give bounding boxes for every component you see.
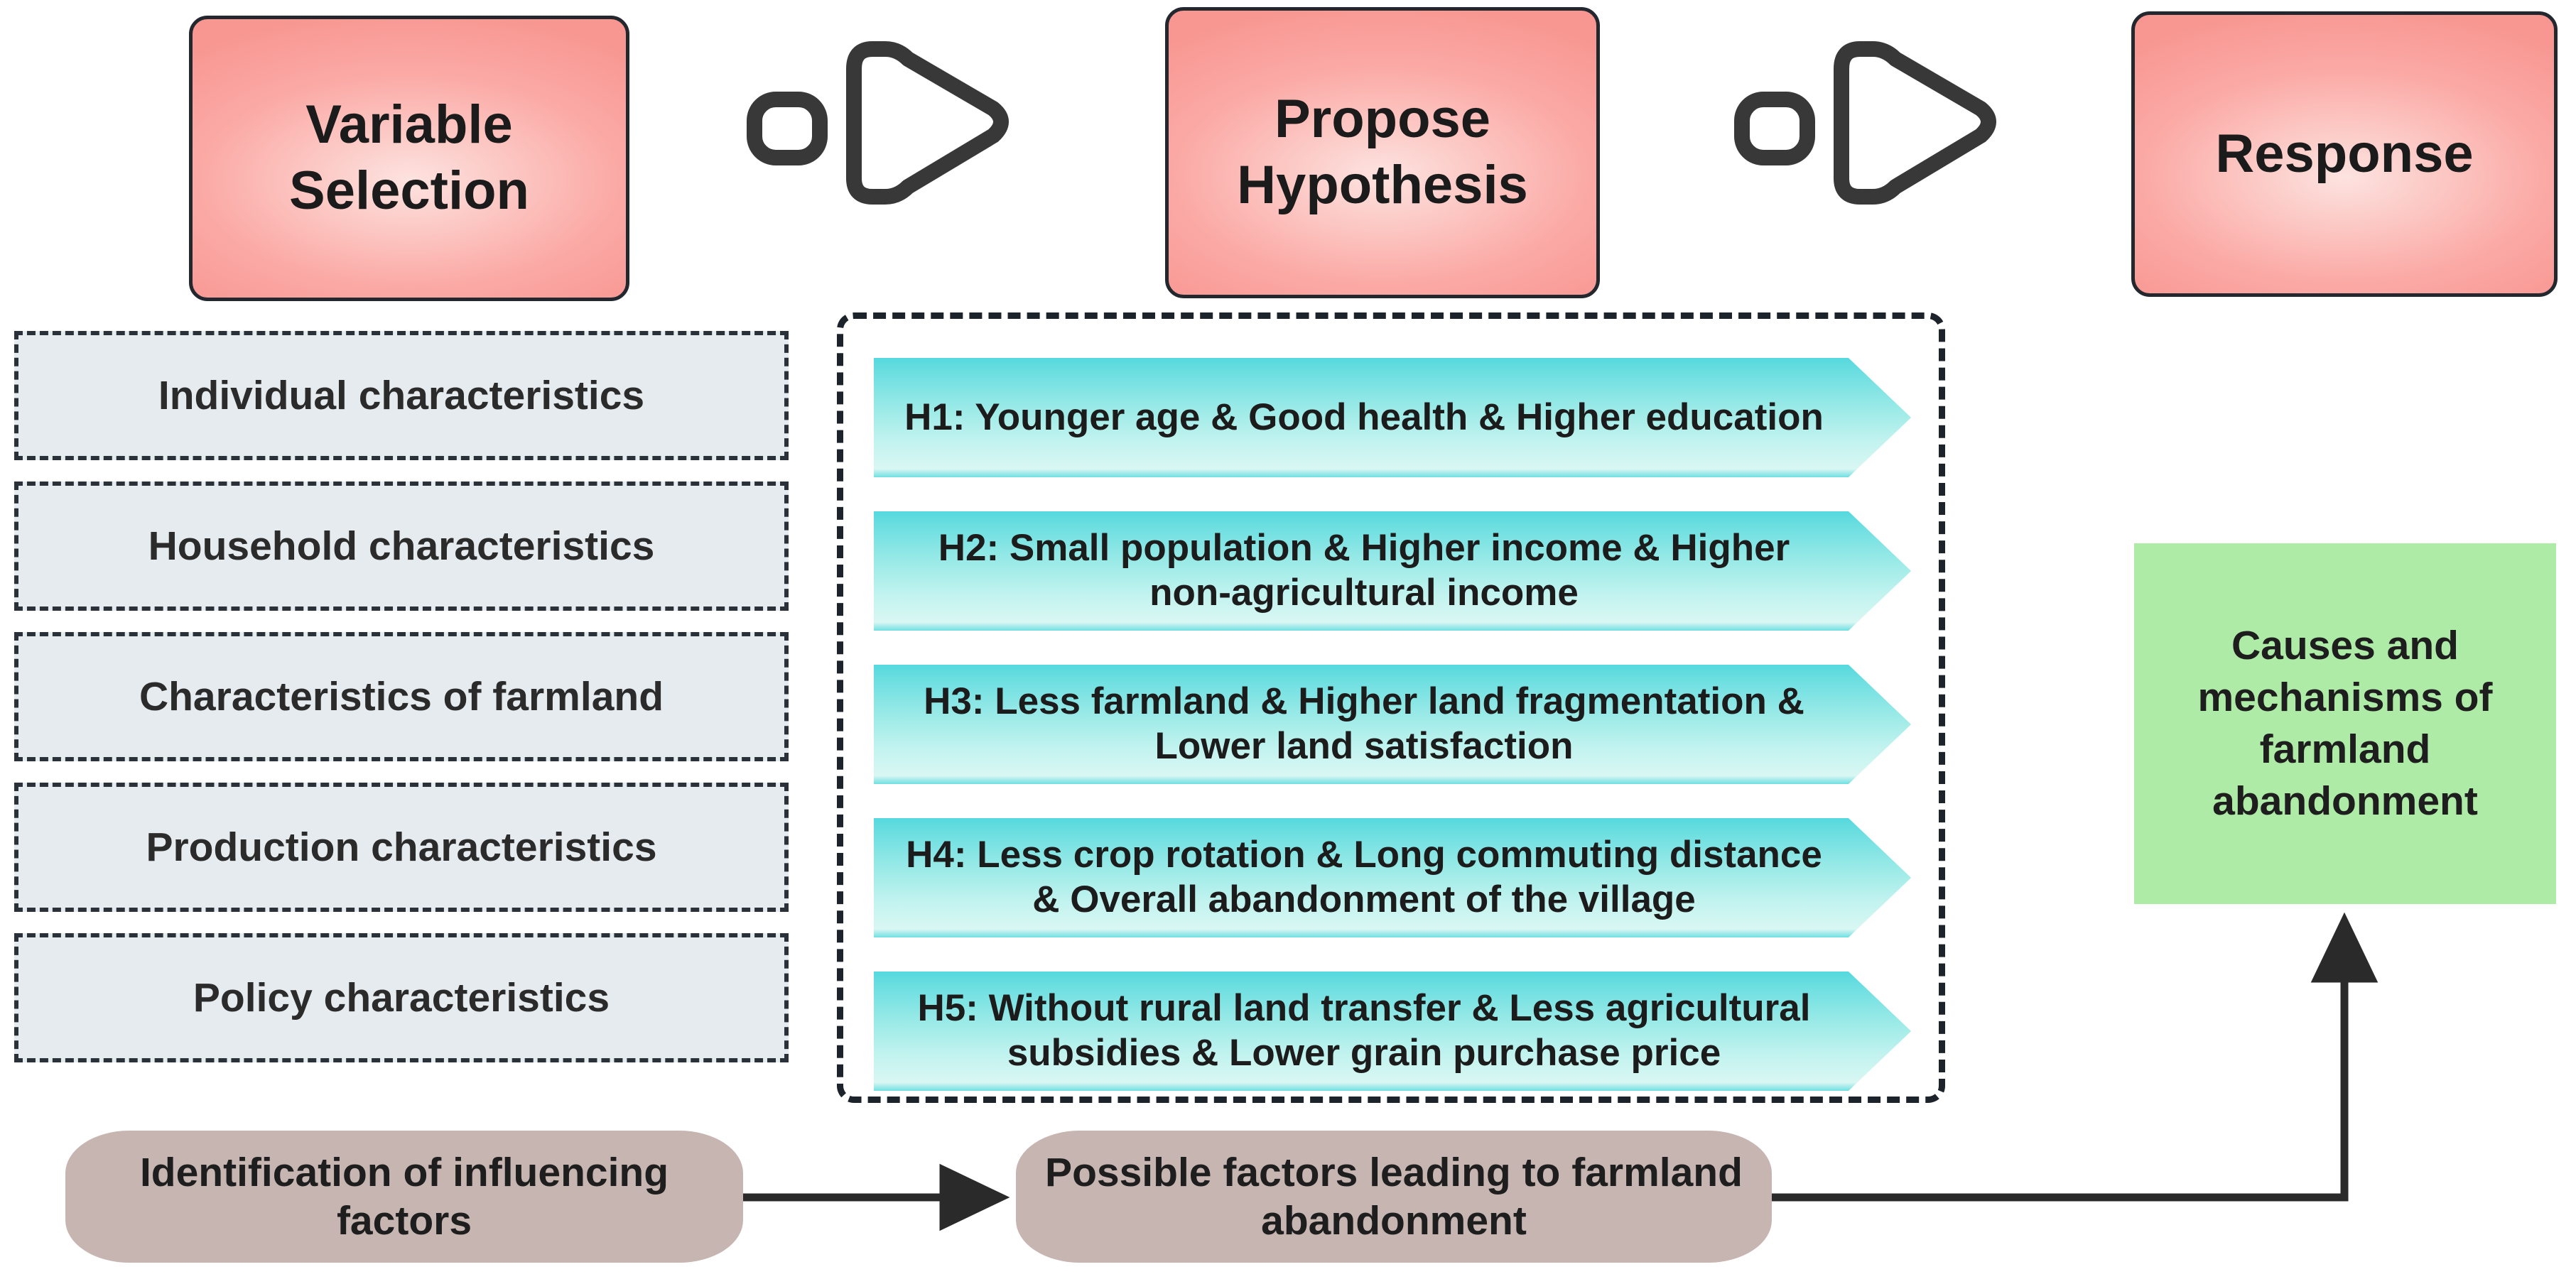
hypothesis-group-container	[837, 312, 1945, 1103]
process-pill-identification[interactable]: Identification of influencing factors	[65, 1131, 743, 1263]
play-icon-triangle	[1834, 41, 1996, 205]
hypothesis-arrow-h2[interactable]: H2: Small population & Higher income & H…	[874, 511, 1911, 631]
variable-category-box-household[interactable]: Household characteristics	[14, 482, 789, 611]
variable-category-label: Policy characteristics	[193, 975, 610, 1021]
play-icon-small-square	[747, 92, 828, 165]
stage-label-line2: Selection	[289, 160, 529, 221]
result-box-causes-and-mechanisms[interactable]: Causes and mechanisms of farmland abando…	[2134, 543, 2556, 904]
result-label: Causes and mechanisms of farmland abando…	[2197, 623, 2493, 824]
variable-category-label: Individual characteristics	[158, 373, 645, 418]
stage-label-variable-selection: Variable Selection	[289, 92, 529, 224]
hypothesis-arrow-h1[interactable]: H1: Younger age & Good health & Higher e…	[874, 358, 1911, 477]
variable-category-box-production[interactable]: Production characteristics	[14, 783, 789, 912]
hypothesis-label: H1: Younger age & Good health & Higher e…	[904, 396, 1824, 438]
play-icon-triangle	[846, 41, 1009, 205]
stage-label-line1: Variable	[305, 94, 513, 156]
next-step-play-icon	[747, 41, 1009, 205]
play-icon-small-square	[1734, 92, 1815, 165]
stage-box-response[interactable]: Response	[2131, 11, 2558, 297]
hypothesis-label: H5: Without rural land transfer & Less a…	[917, 987, 1811, 1074]
hypothesis-arrow-h4[interactable]: H4: Less crop rotation & Long commuting …	[874, 818, 1911, 937]
stage-label-response: Response	[2215, 123, 2474, 184]
variable-category-label: Production characteristics	[146, 825, 657, 870]
variable-category-box-individual[interactable]: Individual characteristics	[14, 331, 789, 460]
hypothesis-arrow-h5[interactable]: H5: Without rural land transfer & Less a…	[874, 972, 1911, 1091]
stage-label-line2: Hypothesis	[1237, 155, 1528, 215]
hypothesis-arrow-h3[interactable]: H3: Less farmland & Higher land fragment…	[874, 665, 1911, 784]
variable-category-label: Household characteristics	[148, 523, 655, 569]
process-pill-possible-factors[interactable]: Possible factors leading to farmland aba…	[1016, 1131, 1772, 1263]
hypothesis-label: H2: Small population & Higher income & H…	[938, 527, 1790, 614]
stage-label-propose-hypothesis: Propose Hypothesis	[1237, 87, 1528, 218]
process-pill-label: Identification of influencing factors	[139, 1149, 669, 1244]
variable-category-box-farmland[interactable]: Characteristics of farmland	[14, 632, 789, 761]
stage-label-line1: Propose	[1274, 89, 1491, 150]
variable-category-label: Characteristics of farmland	[139, 674, 664, 719]
process-pill-label: Possible factors leading to farmland aba…	[1045, 1149, 1743, 1244]
next-step-play-icon	[1734, 41, 1996, 205]
stage-box-propose-hypothesis[interactable]: Propose Hypothesis	[1165, 7, 1600, 298]
variable-category-box-policy[interactable]: Policy characteristics	[14, 933, 789, 1062]
stage-box-variable-selection[interactable]: Variable Selection	[189, 16, 629, 301]
hypothesis-label: H4: Less crop rotation & Long commuting …	[906, 834, 1822, 920]
hypothesis-label: H3: Less farmland & Higher land fragment…	[924, 680, 1804, 767]
